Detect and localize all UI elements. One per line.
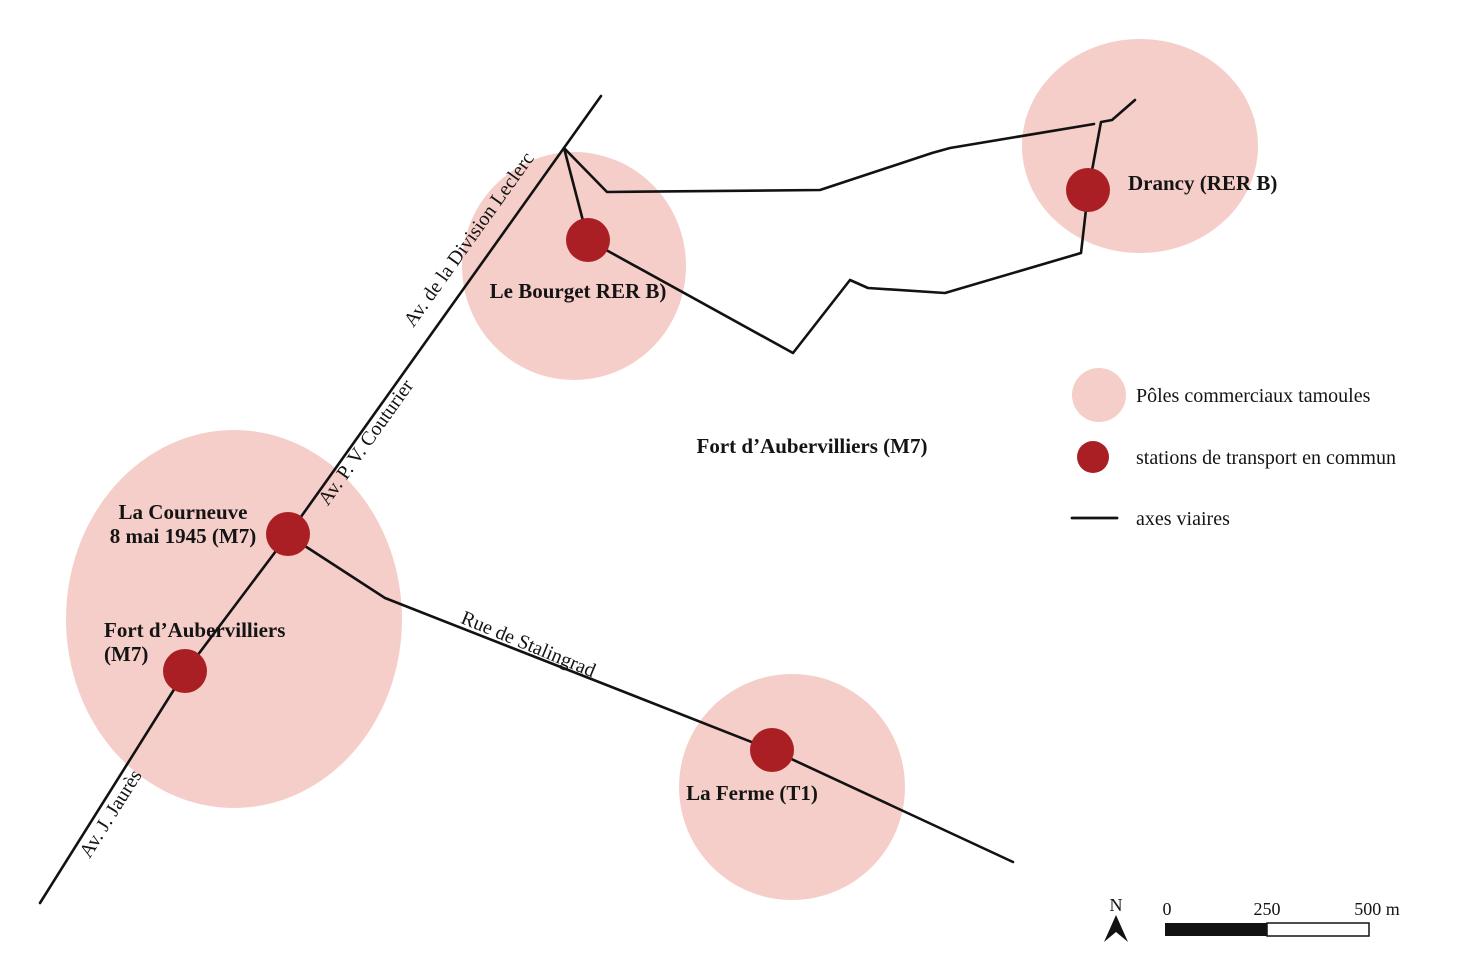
label-fort-aubervilliers-line2: (M7) bbox=[104, 642, 148, 666]
road-upper-link-to-drancy bbox=[562, 122, 1096, 194]
street-label-jaures: Av. J. Jaurès bbox=[75, 766, 146, 862]
label-fort-aubervilliers-line1: Fort d’Aubervilliers bbox=[104, 618, 285, 642]
road-drancy-north-spur bbox=[1086, 98, 1137, 194]
commercial-pole-drancy bbox=[1022, 39, 1258, 253]
north-label: N bbox=[1110, 895, 1123, 915]
legend-commercial-pole-swatch bbox=[1072, 368, 1126, 422]
commercial-poles-layer bbox=[66, 39, 1258, 900]
station-labels-layer: Drancy (RER B) Le Bourget RER B) La Cour… bbox=[104, 171, 1277, 805]
roads-layer bbox=[38, 94, 1137, 905]
station-drancy bbox=[1066, 168, 1110, 212]
station-la-courneuve bbox=[266, 512, 310, 556]
scale-bar: N 0 250 500 m bbox=[1104, 895, 1400, 942]
road-rue-de-stalingrad bbox=[286, 533, 1015, 864]
scale-tick-250: 250 bbox=[1254, 899, 1281, 919]
north-arrow-icon bbox=[1104, 915, 1128, 942]
legend-station-label: stations de transport en commun bbox=[1136, 447, 1396, 469]
road-lower-link-le-bourget-drancy bbox=[562, 146, 1090, 355]
label-le-bourget: Le Bourget RER B) bbox=[490, 279, 667, 303]
scale-bar-filled-segment bbox=[1165, 923, 1267, 936]
legend: Pôles commerciaux tamoules stations de t… bbox=[1070, 368, 1396, 530]
street-label-stalingrad: Rue de Stalingrad bbox=[458, 607, 599, 682]
label-drancy: Drancy (RER B) bbox=[1128, 171, 1277, 195]
commercial-pole-la-courneuve-fort-aubervilliers bbox=[66, 430, 402, 808]
scale-bar-empty-segment bbox=[1266, 922, 1370, 937]
street-label-couturier: Av. P. V. Couturier bbox=[314, 375, 418, 509]
legend-commercial-pole-label: Pôles commerciaux tamoules bbox=[1136, 385, 1371, 407]
road-main-diagonal-avenue bbox=[38, 94, 603, 905]
label-fort-aubervilliers-area: Fort d’Aubervilliers (M7) bbox=[697, 434, 928, 458]
station-le-bourget bbox=[566, 218, 610, 262]
label-la-courneuve-line2: 8 mai 1945 (M7) bbox=[110, 524, 256, 548]
scale-tick-0: 0 bbox=[1163, 899, 1172, 919]
commercial-pole-le-bourget bbox=[462, 152, 686, 380]
legend-road-label: axes viaires bbox=[1136, 508, 1230, 530]
label-la-courneuve-line1: La Courneuve bbox=[119, 500, 248, 524]
commercial-pole-la-ferme bbox=[679, 674, 905, 900]
stations-layer bbox=[163, 168, 1110, 772]
legend-station-swatch bbox=[1077, 441, 1109, 473]
label-la-ferme: La Ferme (T1) bbox=[686, 781, 818, 805]
station-fort-aubervilliers bbox=[163, 649, 207, 693]
scale-tick-500: 500 m bbox=[1354, 899, 1400, 919]
station-la-ferme bbox=[750, 728, 794, 772]
